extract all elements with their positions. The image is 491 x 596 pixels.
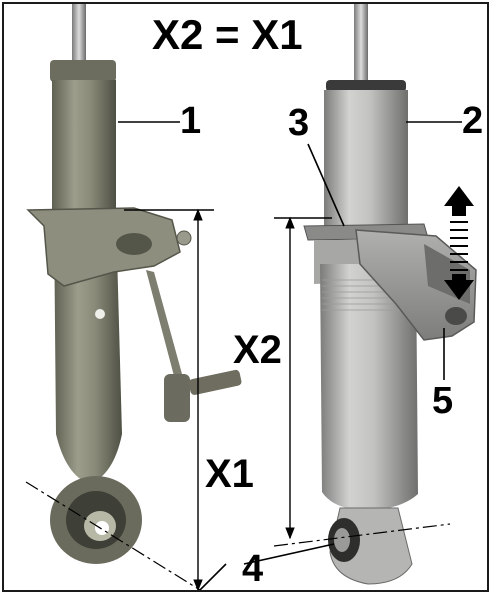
left-top-collar xyxy=(50,60,116,82)
left-upper-tube xyxy=(52,80,116,216)
link-joint xyxy=(164,374,190,422)
left-eye-centerline xyxy=(25,481,201,590)
right-lower-tube xyxy=(320,264,418,510)
leader-4-right xyxy=(243,543,335,565)
left-spring-seat xyxy=(26,207,181,287)
dimension-lines xyxy=(25,121,462,590)
x2-arrow-bottom xyxy=(285,527,295,540)
x1-label: X1 xyxy=(205,452,254,496)
leader-3 xyxy=(307,143,345,227)
x1-arrow-top xyxy=(193,208,203,221)
left-bracket-hole xyxy=(116,233,152,255)
callout-1: 1 xyxy=(180,100,202,142)
stabilizer-link xyxy=(146,270,182,376)
right-eye-centerline xyxy=(273,523,451,547)
right-top-cap xyxy=(326,80,406,92)
left-shock-absorber xyxy=(26,4,242,564)
callout-2: 2 xyxy=(462,100,484,142)
right-upper-tube xyxy=(324,90,408,230)
equation-label: X2 = X1 xyxy=(152,11,303,58)
bracket-bolt-hole xyxy=(445,307,467,325)
diagram-artwork xyxy=(25,4,477,590)
callout-4: 4 xyxy=(242,548,264,590)
x2-label: X2 xyxy=(233,328,282,372)
x2-arrow-top xyxy=(285,216,295,229)
leader-4-left xyxy=(199,563,227,590)
left-piston-rod xyxy=(72,4,86,66)
callout-5: 5 xyxy=(432,380,454,422)
adjust-arrow-icon xyxy=(444,186,474,300)
x1-arrow-bottom xyxy=(193,579,203,590)
callout-3: 3 xyxy=(288,102,310,144)
right-shock-absorber xyxy=(303,4,477,585)
right-piston-rod xyxy=(354,4,368,88)
